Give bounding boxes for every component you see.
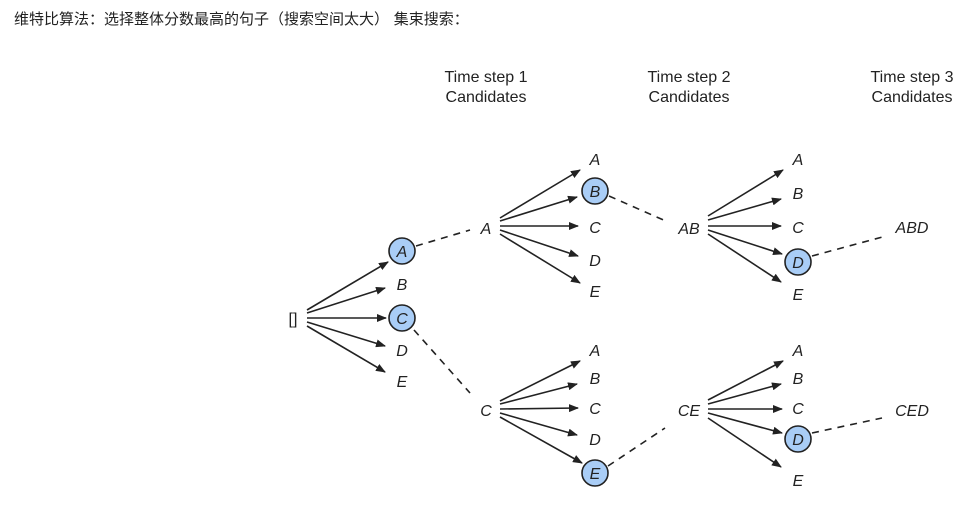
edge-A-A bbox=[499, 169, 581, 219]
edge-root-B bbox=[306, 286, 386, 314]
A-child-D: D bbox=[589, 253, 601, 270]
CE-child-D: D bbox=[792, 432, 804, 449]
edges-from-AB bbox=[707, 169, 784, 283]
edge-CE-D bbox=[707, 412, 783, 435]
C-child-D: D bbox=[589, 432, 601, 449]
result-ABD: ABD bbox=[895, 220, 929, 237]
beam-link-AB bbox=[608, 195, 669, 223]
A-child-C: C bbox=[589, 220, 601, 237]
root-node: [] bbox=[289, 311, 298, 328]
edge-CE-B bbox=[707, 382, 782, 405]
C-child-B: B bbox=[590, 371, 601, 388]
header-line2: Candidates bbox=[446, 89, 527, 106]
A-child-A: A bbox=[589, 152, 601, 169]
beam-link-CE bbox=[607, 427, 666, 467]
header-line1: Time step 1 bbox=[445, 69, 528, 86]
level1-node-D: D bbox=[396, 343, 408, 360]
AB-child-D: D bbox=[792, 255, 804, 272]
header-line1: Time step 3 bbox=[871, 69, 954, 86]
edge-C-D bbox=[499, 412, 578, 437]
level1-node-C: C bbox=[396, 311, 408, 328]
beam-link-CED bbox=[811, 417, 883, 434]
AB-child-B: B bbox=[793, 186, 804, 203]
header-line1: Time step 2 bbox=[648, 69, 731, 86]
edge-root-D bbox=[306, 321, 386, 348]
edge-AB-D bbox=[707, 229, 783, 256]
level1-node-A: A bbox=[396, 244, 408, 261]
header-line2: Candidates bbox=[649, 89, 730, 106]
edges-from-A bbox=[499, 169, 581, 284]
beam-prefix-C: C bbox=[480, 403, 492, 420]
beam-link-ABD bbox=[811, 235, 887, 257]
beam-prefix-CE: CE bbox=[678, 403, 701, 420]
level1-node-E: E bbox=[397, 374, 408, 391]
selected-node-circle bbox=[388, 237, 416, 265]
AB-child-C: C bbox=[792, 220, 804, 237]
CE-child-E: E bbox=[793, 473, 804, 490]
edge-C-E bbox=[499, 416, 583, 464]
edge-CE-E bbox=[707, 417, 782, 468]
level1-node-B: B bbox=[397, 277, 408, 294]
root-edges bbox=[306, 261, 389, 373]
selected-node-circle bbox=[581, 177, 609, 205]
edge-AB-A bbox=[707, 169, 784, 217]
header-time-step-2: Time step 2 Candidates bbox=[648, 69, 731, 106]
CE-child-A: A bbox=[792, 343, 804, 360]
AB-child-E: E bbox=[793, 287, 804, 304]
selected-node-circle bbox=[784, 425, 812, 453]
edge-A-D bbox=[499, 229, 579, 257]
edge-AB-B bbox=[707, 197, 782, 221]
selected-node-circle bbox=[388, 304, 416, 332]
edge-root-E bbox=[306, 325, 386, 373]
edge-A-B bbox=[499, 195, 578, 222]
edge-AB-E bbox=[707, 233, 782, 283]
header-time-step-3: Time step 3 Candidates bbox=[871, 69, 954, 106]
A-child-B: B bbox=[590, 184, 601, 201]
result-CED: CED bbox=[895, 403, 929, 420]
beam-link-A bbox=[415, 229, 471, 247]
C-child-A: A bbox=[589, 343, 601, 360]
C-child-C: C bbox=[589, 401, 601, 418]
C-child-E: E bbox=[590, 466, 601, 483]
A-child-E: E bbox=[590, 284, 601, 301]
page-caption: 维特比算法：选择整体分数最高的句子（搜索空间太大） 集束搜索： bbox=[14, 10, 469, 28]
edge-CE-A bbox=[707, 360, 784, 401]
edge-root-A bbox=[306, 261, 389, 311]
selected-node-circle bbox=[784, 248, 812, 276]
beam-prefix-AB: AB bbox=[677, 221, 700, 238]
beam-prefix-A: A bbox=[480, 221, 492, 238]
edge-C-B bbox=[499, 382, 578, 405]
AB-child-A: A bbox=[792, 152, 804, 169]
selected-node-circle bbox=[581, 459, 609, 487]
header-line2: Candidates bbox=[872, 89, 953, 106]
header-time-step-1: Time step 1 Candidates bbox=[445, 69, 528, 106]
edges-from-C bbox=[499, 360, 583, 464]
edges-from-CE bbox=[707, 360, 784, 468]
edge-A-E bbox=[499, 233, 581, 284]
edge-C-A bbox=[499, 360, 581, 402]
edge-C-C bbox=[499, 404, 579, 413]
CE-child-C: C bbox=[792, 401, 804, 418]
beam-link-C bbox=[413, 329, 471, 394]
CE-child-B: B bbox=[793, 371, 804, 388]
